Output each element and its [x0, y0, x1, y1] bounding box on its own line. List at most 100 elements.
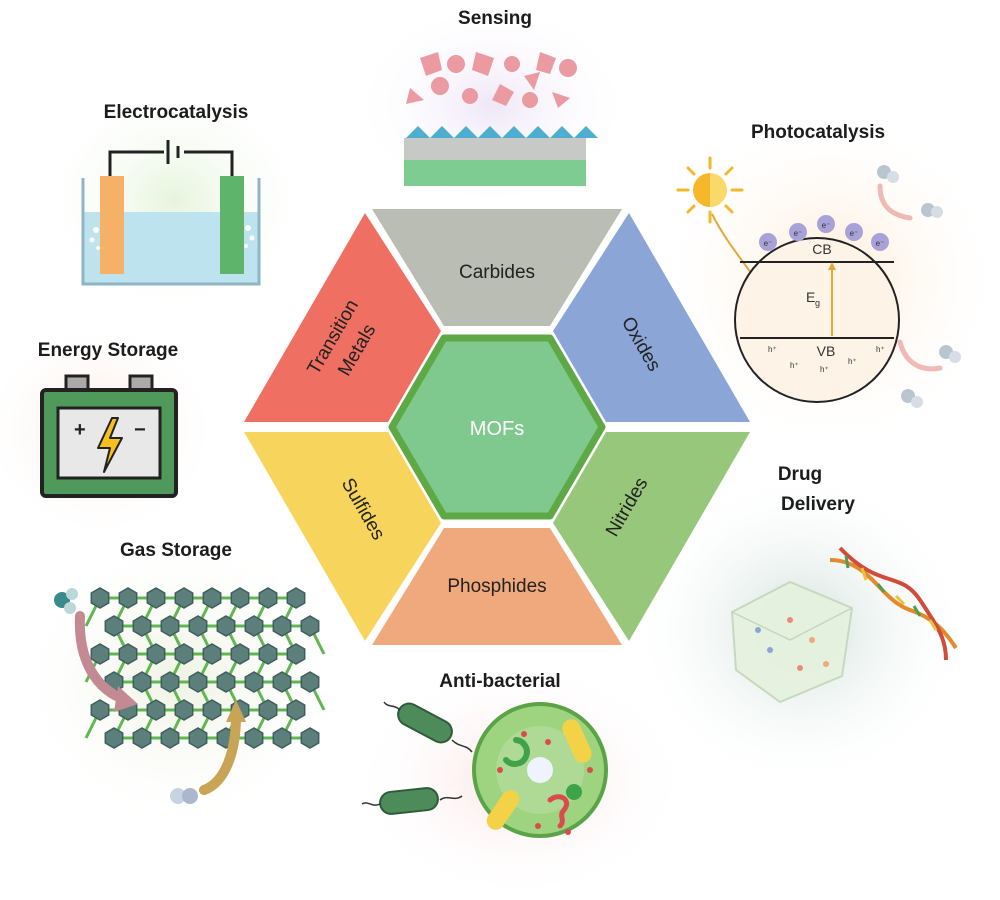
drug-title-line2: Delivery: [781, 494, 855, 515]
hole-label: h⁺: [876, 345, 885, 354]
lattice-node: [160, 727, 180, 749]
drug-molecules: [755, 617, 829, 671]
phosphides-segment: [372, 528, 622, 645]
antibacterial-panel: Anti-bacterial: [361, 671, 608, 838]
beaker: [81, 178, 261, 286]
lattice-node: [160, 615, 180, 637]
lattice-node: [90, 643, 110, 665]
energy-storage-title: Energy Storage: [38, 340, 178, 361]
capsule: [562, 719, 592, 763]
carbides-segment: [372, 209, 622, 326]
sulfides-segment: [244, 432, 441, 641]
eg-label: E: [806, 289, 815, 305]
lattice-node: [146, 643, 166, 665]
lattice-node: [188, 727, 208, 749]
phosphides-label: Phosphides: [447, 576, 546, 597]
lattice-node: [244, 615, 264, 637]
eg-subscript: g: [815, 298, 820, 308]
lattice-node: [244, 727, 264, 749]
lattice-node: [104, 727, 124, 749]
mof-lattice: [84, 587, 326, 749]
gas-storage-panel: Gas Storage: [54, 540, 326, 804]
analyte-shapes: [406, 52, 577, 108]
dna-icon: [829, 546, 958, 661]
holes: h⁺ h⁺ h⁺ h⁺ h⁺: [768, 345, 885, 374]
lattice-node: [216, 671, 236, 693]
lattice-node: [174, 643, 194, 665]
lattice-node: [286, 643, 306, 665]
lattice-node: [118, 587, 138, 609]
lattice-node: [258, 587, 278, 609]
drug-delivery-panel: Drug Delivery: [730, 464, 958, 704]
bubbles: [89, 225, 255, 250]
lattice-node: [230, 587, 250, 609]
lattice-node: [160, 671, 180, 693]
lattice-node: [272, 727, 292, 749]
particle-core: [527, 757, 553, 783]
hole-label: h⁺: [790, 361, 799, 370]
photo-arrow-top: [877, 183, 913, 221]
lattice-node: [90, 699, 110, 721]
lattice-node: [132, 671, 152, 693]
lattice-node: [118, 643, 138, 665]
sensor-teeth: [406, 126, 598, 138]
capsule: [486, 790, 520, 830]
lattice-node: [104, 615, 124, 637]
minus-sign: −: [134, 419, 146, 441]
nitrides-segment: [553, 432, 750, 641]
lattice-node: [132, 615, 152, 637]
lattice-node: [258, 699, 278, 721]
lightning-icon: [97, 417, 123, 473]
sensor-base: [404, 160, 586, 186]
oxides-segment: [553, 213, 750, 422]
antibacterial-title: Anti-bacterial: [439, 671, 560, 692]
reactant-molecules: [877, 165, 961, 408]
lattice-node: [188, 671, 208, 693]
hole-label: h⁺: [768, 345, 777, 354]
terminal-left: [64, 374, 90, 392]
gas-arrow-up: [199, 711, 241, 795]
cathode: [220, 176, 244, 274]
anode: [100, 176, 124, 274]
mofs-center-hexagon: [388, 334, 606, 520]
lattice-node: [216, 615, 236, 637]
lattice-node: [230, 643, 250, 665]
photocatalysis-title: Photocatalysis: [751, 122, 885, 143]
photo-arrow-bottom: [897, 339, 943, 372]
cb-label: CB: [812, 241, 831, 257]
plus-sign: +: [74, 419, 86, 441]
lattice-node: [202, 643, 222, 665]
lattice-node: [132, 727, 152, 749]
lattice-node: [300, 727, 320, 749]
energy-storage-panel: Energy Storage + −: [38, 340, 178, 498]
hole-label: h⁺: [820, 365, 829, 374]
gas-molecule-bottom: [170, 788, 198, 804]
hole-label: h⁺: [848, 357, 857, 366]
transition-metals-segment: [244, 213, 441, 422]
photocatalysis-panel: Photocatalysis CB VB E g e⁻: [676, 122, 961, 408]
lattice-node: [174, 699, 194, 721]
electron-label: e⁻: [876, 239, 885, 248]
gas-molecule-top: [54, 588, 78, 614]
lattice-node: [202, 587, 222, 609]
lattice-node: [272, 671, 292, 693]
lattice-node: [300, 615, 320, 637]
lattice-node: [146, 699, 166, 721]
sensing-title: Sensing: [458, 8, 532, 29]
gas-storage-title: Gas Storage: [120, 540, 232, 561]
band-circle: [734, 237, 900, 403]
electron-label: e⁻: [822, 221, 831, 230]
electron-label: e⁻: [794, 229, 803, 238]
lattice-node: [244, 671, 264, 693]
red-dots: [497, 731, 593, 835]
terminal-right: [128, 374, 154, 392]
electrocatalysis-title: Electrocatalysis: [104, 102, 249, 123]
sensor-substrate: [404, 138, 586, 160]
mofs-label: MOFs: [470, 418, 524, 440]
lattice-node: [146, 587, 166, 609]
red-fragment: [547, 794, 570, 829]
sensing-panel: Sensing: [404, 8, 598, 186]
lattice-node: [258, 643, 278, 665]
